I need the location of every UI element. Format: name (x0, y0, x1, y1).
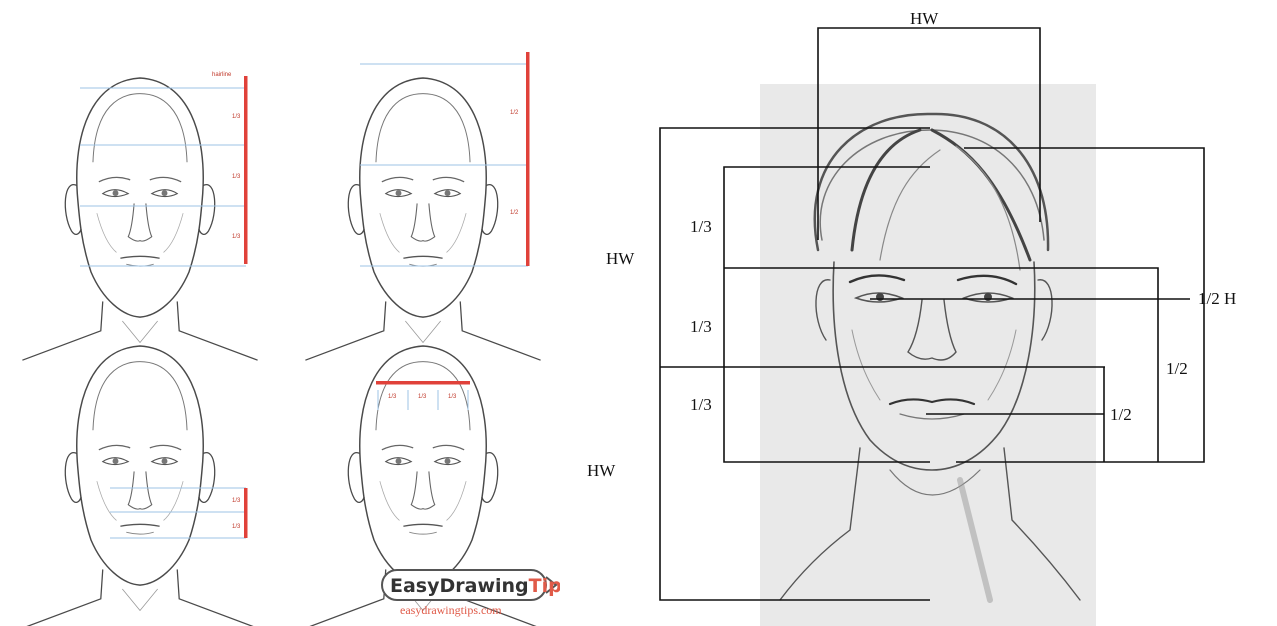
tutorial-head-2 (305, 78, 540, 360)
sketch-diagram: HW HW HW 1/3 1/3 1/3 1/2 H 1/2 1/2 (560, 0, 1277, 626)
label-hw-left: HW (606, 249, 635, 268)
head1-mark-2: 1/3 (232, 174, 241, 180)
head2-marker: 1/2 1/2 (510, 52, 530, 266)
label-third-3: 1/3 (690, 395, 712, 414)
head2-mark-1: 1/2 (510, 110, 519, 116)
tutorial-head-1 (22, 78, 257, 360)
brand-name-accent: Tips (529, 575, 560, 597)
head4-guides (378, 390, 468, 410)
head1-mark-hairline: hairline (212, 72, 232, 78)
label-hw-top: HW (910, 9, 939, 28)
head4-mark-3: 1/3 (448, 394, 457, 400)
proportion-sketch: HW HW HW 1/3 1/3 1/3 1/2 H 1/2 1/2 (560, 0, 1277, 626)
tutorial-head-3 (22, 346, 257, 626)
brand-url: easydrawingtips.com (400, 603, 502, 617)
head1-mark-1: 1/3 (232, 114, 241, 120)
svg-text:EasyDrawingTips: EasyDrawingTips (390, 575, 560, 597)
label-third-1: 1/3 (690, 217, 712, 236)
head4-mark-2: 1/3 (418, 394, 427, 400)
label-half-right: 1/2 (1166, 359, 1188, 378)
head2-mark-2: 1/2 (510, 210, 519, 216)
head3-mark-2: 1/3 (232, 524, 241, 530)
head3-mark-1: 1/3 (232, 498, 241, 504)
brand-logo: EasyDrawingTips easydrawingtips.com (382, 570, 560, 617)
tutorial-illustration: hairline 1/3 1/3 1/3 1/2 1/2 1/3 1/3 (0, 0, 560, 626)
head1-mark-3: 1/3 (232, 234, 241, 240)
head4-marker: 1/3 1/3 1/3 (376, 381, 470, 400)
brand-name-main: EasyDrawing (390, 575, 529, 597)
head1-marker: hairline 1/3 1/3 1/3 (212, 72, 248, 264)
label-third-2: 1/3 (690, 317, 712, 336)
head3-marker: 1/3 1/3 (232, 488, 248, 538)
sketch-paper (760, 84, 1096, 626)
head3-guides (110, 488, 246, 538)
label-half-inner: 1/2 (1110, 405, 1132, 424)
head4-mark-1: 1/3 (388, 394, 397, 400)
label-hw-bottom: HW (587, 461, 616, 480)
label-half-h: 1/2 H (1198, 289, 1236, 308)
proportion-tutorial: hairline 1/3 1/3 1/3 1/2 1/2 1/3 1/3 (0, 0, 560, 626)
